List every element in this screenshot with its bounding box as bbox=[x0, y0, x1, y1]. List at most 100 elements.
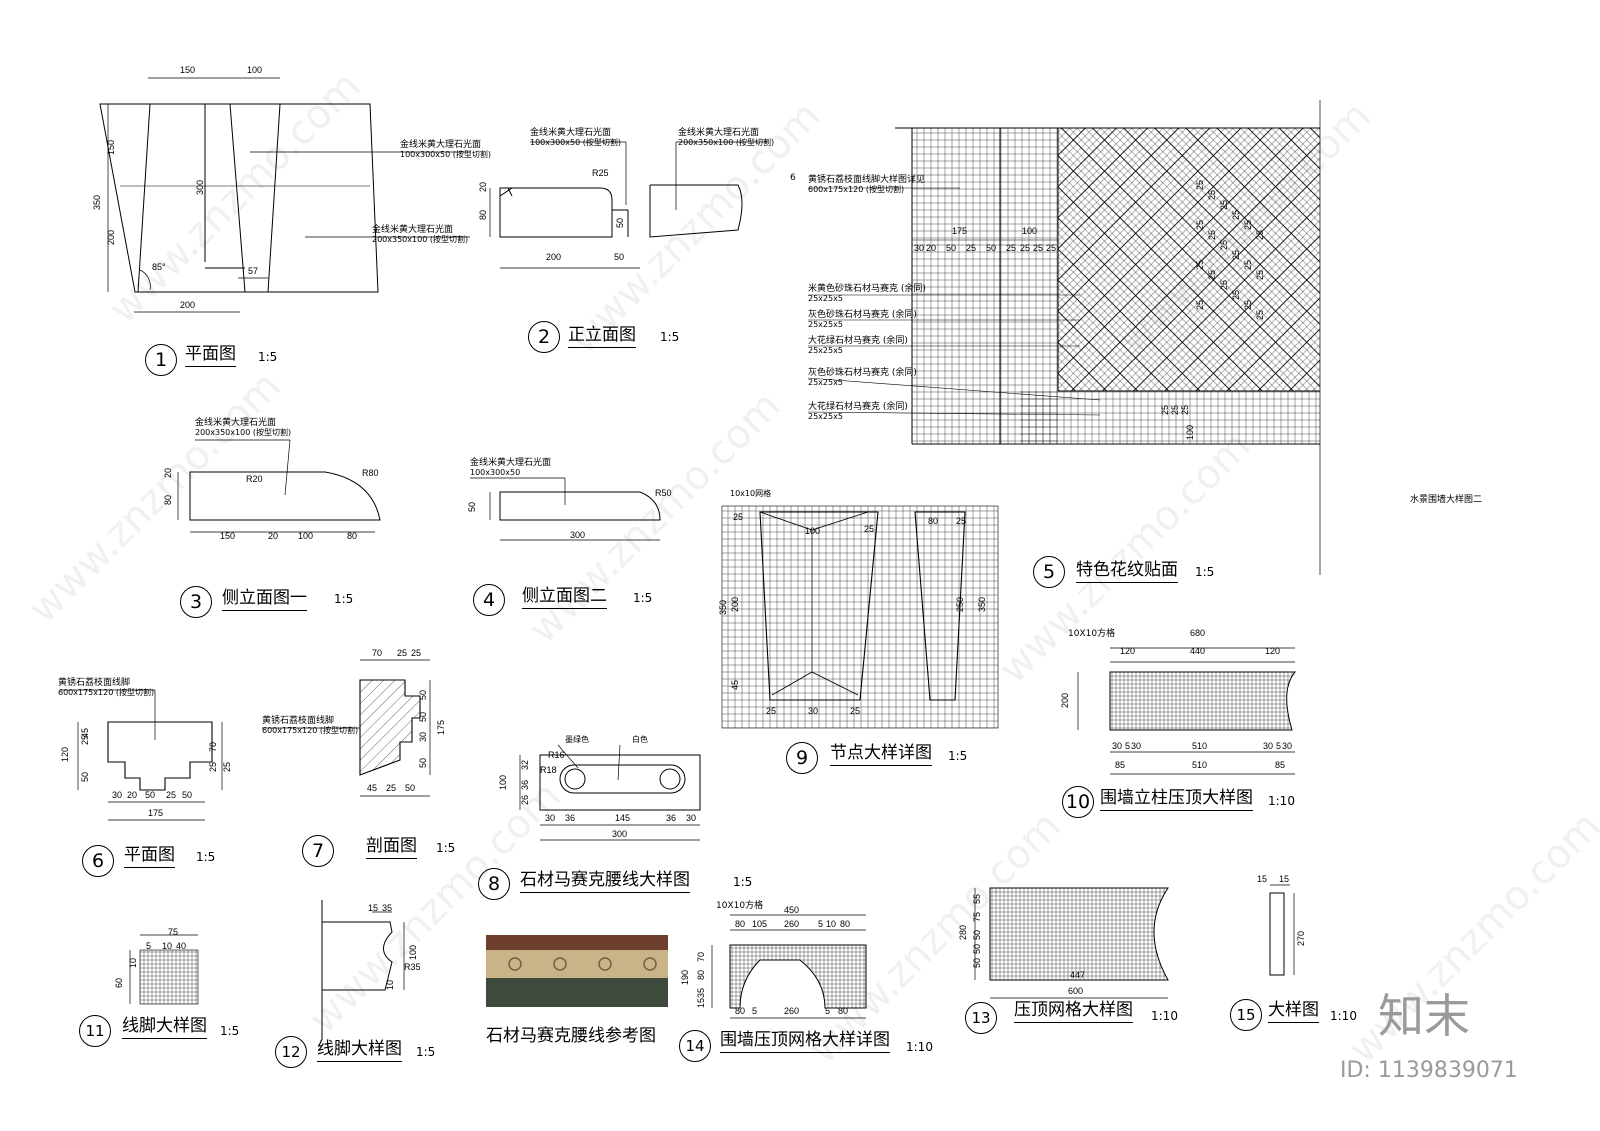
dimension: 150 bbox=[180, 65, 196, 75]
dimension: 50 bbox=[405, 783, 416, 793]
view-number: 11 bbox=[79, 1015, 111, 1047]
dimension: 100 bbox=[298, 531, 314, 541]
view-scale: 1:10 bbox=[1151, 1009, 1178, 1023]
view-title: 平面图 bbox=[124, 845, 175, 868]
dimension: 25 bbox=[1020, 243, 1031, 253]
dimension: 300 bbox=[612, 829, 628, 839]
view-scale: 1:10 bbox=[1330, 1009, 1357, 1023]
dimension: 350 bbox=[718, 599, 728, 615]
dimension: 85 bbox=[1275, 760, 1286, 770]
dimension: 200 bbox=[106, 229, 116, 245]
dimension: 60 bbox=[114, 977, 124, 988]
dimension: 85 bbox=[1115, 760, 1126, 770]
dimension: 190 bbox=[680, 969, 690, 985]
view-scale: 1:5 bbox=[196, 850, 216, 864]
view-number: 3 bbox=[180, 586, 212, 618]
dimension: 30 bbox=[1263, 741, 1274, 751]
dimension: 510 bbox=[1192, 741, 1208, 751]
dimension: 25 bbox=[1195, 259, 1205, 270]
dimension: 5 bbox=[1125, 741, 1131, 751]
view-title: 石材马赛克腰线大样图 bbox=[520, 870, 690, 893]
dimension: 70 bbox=[208, 741, 218, 752]
dimension: 50 bbox=[972, 957, 982, 968]
dimension: 35 bbox=[696, 987, 706, 998]
note: 墨绿色 bbox=[565, 735, 589, 744]
dimension: 25 bbox=[1255, 229, 1265, 240]
dimension: 200 bbox=[546, 252, 562, 262]
view-1-plan bbox=[99, 77, 470, 313]
view-scale: 1:5 bbox=[633, 591, 653, 605]
dimension: 25 bbox=[1219, 279, 1229, 290]
note: 灰色砂珠石材马赛克 (余同)25x25x5 bbox=[808, 310, 917, 329]
dimension: 10 bbox=[385, 979, 395, 990]
view-title: 围墙压顶网格大样详图 bbox=[720, 1030, 890, 1053]
dimension: R16 bbox=[548, 750, 565, 760]
dimension: 50 bbox=[467, 501, 477, 512]
dimension: 30 bbox=[418, 731, 428, 742]
dimension: 25 bbox=[1231, 289, 1241, 300]
grid-note: 10x10网格 bbox=[730, 489, 772, 498]
dimension: 45 bbox=[367, 783, 378, 793]
dimension: 10 bbox=[162, 941, 173, 951]
dimension: 100 bbox=[805, 526, 821, 536]
dimension: 30 bbox=[1112, 741, 1123, 751]
dimension: 75 bbox=[972, 911, 982, 922]
dimension: 10 bbox=[128, 957, 138, 968]
dimension: 150 bbox=[106, 139, 116, 155]
view-scale: 1:5 bbox=[416, 1045, 436, 1059]
dimension: 70 bbox=[372, 648, 383, 658]
dimension: 100 bbox=[1022, 226, 1038, 236]
dimension: 105 bbox=[752, 919, 768, 929]
view-number: 5 bbox=[1033, 556, 1065, 588]
dimension: 300 bbox=[195, 179, 205, 195]
dimension: 50 bbox=[145, 790, 156, 800]
dimension: 20 bbox=[268, 531, 279, 541]
view-5-pattern-facing bbox=[807, 100, 1321, 575]
dimension: 25 bbox=[386, 783, 397, 793]
dimension: 440 bbox=[1190, 646, 1206, 656]
dimension: 100 bbox=[498, 774, 508, 790]
dimension: 30 bbox=[112, 790, 123, 800]
note: 米黄色砂珠石材马赛克 (余同)25x25x5 bbox=[808, 284, 926, 303]
note: 灰色砂珠石材马赛克 (余同)25x25x5 bbox=[808, 368, 917, 387]
dimension: 25 bbox=[1243, 259, 1253, 270]
dimension: 100 bbox=[247, 65, 263, 75]
view-title: 线脚大样图 bbox=[122, 1016, 207, 1039]
dimension: 100 bbox=[1185, 424, 1195, 440]
dimension: 32 bbox=[520, 759, 530, 770]
dimension: 270 bbox=[1296, 930, 1306, 946]
dimension: 25 bbox=[1231, 249, 1241, 260]
dimension: 5 bbox=[1276, 741, 1282, 751]
dimension: 450 bbox=[784, 905, 800, 915]
dimension: 50 bbox=[986, 243, 997, 253]
dimension: 200 bbox=[180, 300, 196, 310]
view-9-node-detail bbox=[721, 505, 999, 729]
dimension: 600 bbox=[1068, 986, 1084, 996]
dimension: 145 bbox=[615, 813, 631, 823]
dimension: 25 bbox=[733, 512, 744, 522]
view-title: 侧立面图二 bbox=[522, 586, 607, 609]
dimension: 25 bbox=[1180, 404, 1190, 415]
dimension: 36 bbox=[520, 779, 530, 790]
dimension: 80 bbox=[163, 494, 173, 505]
view-15-detail bbox=[1269, 884, 1295, 976]
mosaic-reference-photo bbox=[486, 935, 668, 1007]
id-label: ID: 1139839071 bbox=[1340, 1058, 1518, 1083]
dimension: 25 bbox=[1195, 179, 1205, 190]
photo-caption: 石材马赛克腰线参考图 bbox=[486, 1026, 656, 1046]
dimension: 175 bbox=[436, 719, 446, 735]
dimension: 250 bbox=[955, 596, 965, 612]
view-6-plan bbox=[60, 689, 223, 821]
dimension: R25 bbox=[592, 168, 609, 178]
dimension: 25 bbox=[1219, 199, 1229, 210]
view-number: 12 bbox=[275, 1036, 307, 1068]
note: 大花绿石材马赛克 (余同)25x25x5 bbox=[808, 336, 908, 355]
grid-note: 10X10方格 bbox=[716, 901, 764, 911]
dimension: 30 bbox=[1131, 741, 1142, 751]
view-title: 平面图 bbox=[185, 344, 236, 367]
dimension: 80 bbox=[347, 531, 358, 541]
